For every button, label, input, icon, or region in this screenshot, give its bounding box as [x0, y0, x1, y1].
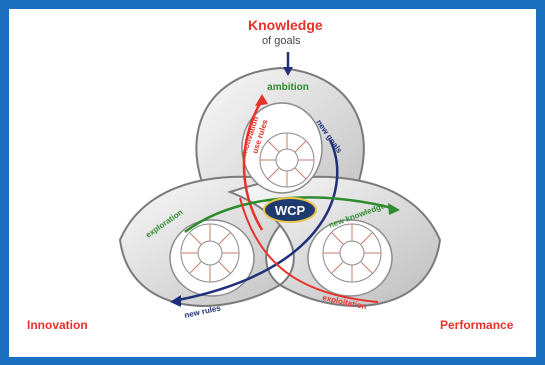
wcp-label: WCP: [275, 203, 306, 218]
motivation-arrowhead: [255, 94, 268, 106]
ambition-label: ambition: [267, 82, 309, 93]
wheel-icon-right: [322, 223, 382, 283]
loop-hole-left: [169, 219, 255, 297]
innovation-label: Innovation: [27, 318, 88, 332]
new-goals-arrow: [177, 139, 339, 302]
exploitation-arrow: [239, 197, 379, 303]
knowledge-title: Knowledge: [248, 17, 323, 33]
loop-hole-right: [307, 219, 393, 297]
motivation-arrow: [242, 99, 264, 231]
knowledge-subtitle: of goals: [262, 35, 301, 47]
new-knowledge-arrowhead: [388, 203, 400, 215]
performance-label: Performance: [440, 318, 514, 332]
wheel-icon-left: [180, 223, 240, 283]
wcp-badge: [263, 197, 317, 223]
wheel-icon-top: [259, 132, 315, 188]
knowledge-arrowhead: [283, 67, 293, 76]
new-rules-arrowhead: [170, 295, 181, 307]
